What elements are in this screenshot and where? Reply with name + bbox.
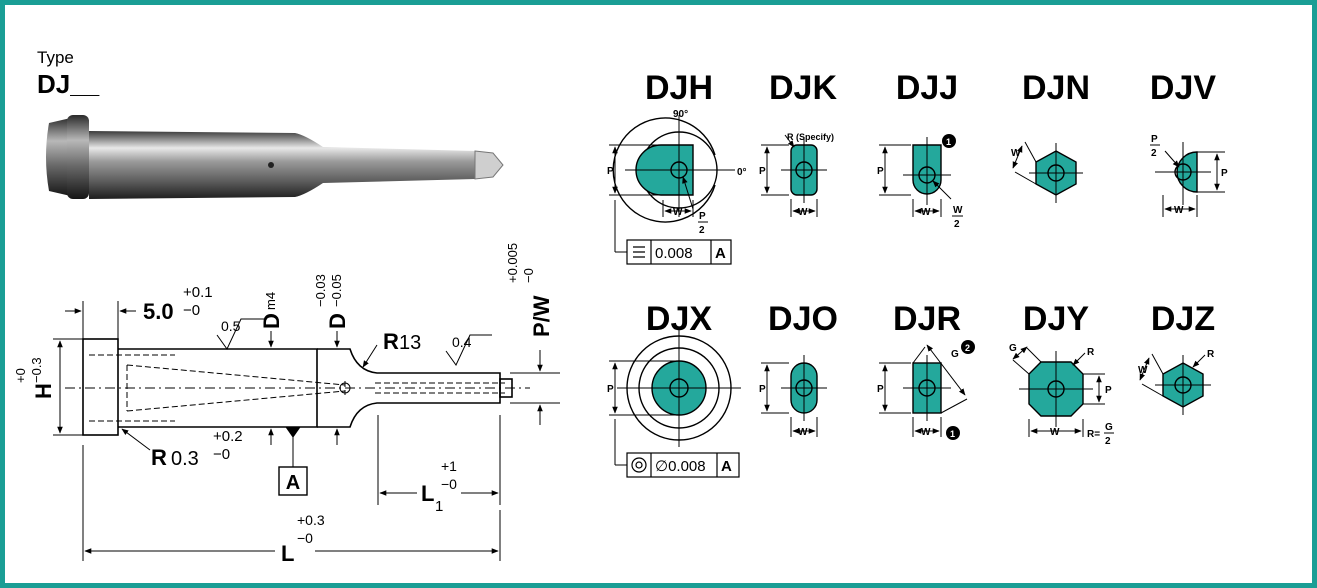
head-dim-tol-upper: +0.1 (183, 284, 213, 301)
half-num: W (953, 205, 963, 216)
shape-code: DJH (645, 69, 713, 107)
r03-value: 0.3 (171, 448, 199, 470)
note-1: 1 (950, 429, 955, 439)
d-fit-label: D (259, 313, 284, 329)
shape-djv: DJV P 2 P W (1150, 69, 1228, 217)
r13-label: R (383, 329, 399, 354)
dim-p: P (877, 166, 884, 177)
l-tol-upper: +0.3 (297, 512, 325, 528)
half-num: P (1151, 134, 1158, 145)
l1-tol-lower: −0 (441, 476, 457, 492)
l-tol-lower: −0 (297, 530, 313, 546)
dim-p: P (607, 384, 614, 395)
dim-w: W (1050, 427, 1060, 438)
half-num: P (699, 211, 706, 222)
tol-value: 0.008 (655, 245, 693, 262)
shape-code: DJV (1150, 69, 1216, 107)
h-tol-upper: +0 (13, 368, 28, 383)
half-den: 2 (954, 219, 960, 230)
head-dim-tol-lower: −0 (183, 302, 200, 319)
shape-djk: DJK R (Specify) P W (759, 69, 837, 218)
d-tol-upper: −0.03 (313, 274, 328, 307)
shape-code: DJJ (896, 69, 958, 107)
dim-w: W (798, 427, 808, 438)
d-tol-label: D (325, 313, 350, 329)
dim-p: P (759, 166, 766, 177)
dim-r: R (Specify) (787, 132, 834, 142)
r13-value: 13 (399, 332, 421, 354)
tol-datum: A (715, 245, 726, 262)
r03-label: R (151, 445, 167, 470)
dim-r: R (1207, 349, 1215, 360)
angle-top: 90° (673, 109, 688, 120)
l1-tol-upper: +1 (441, 458, 457, 474)
head-dim-value: 5.0 (143, 299, 174, 324)
l-label: L (281, 541, 294, 566)
dim-w: W (1138, 365, 1148, 376)
shape-code: DJN (1022, 69, 1090, 107)
rg-num: G (1105, 422, 1113, 433)
dim-w: W (1011, 148, 1021, 159)
shape-code: DJK (769, 69, 837, 107)
technical-drawing: Type DJ__ (13, 48, 1228, 566)
r03-tol-upper: +0.2 (213, 428, 243, 445)
shape-code: DJO (768, 300, 838, 338)
dim-r: R (1087, 347, 1095, 358)
rg-prefix: R= (1087, 429, 1100, 440)
punch-photo (46, 115, 504, 199)
pw-tol-upper: +0.005 (505, 243, 520, 283)
dim-g: G (951, 349, 959, 360)
shape-djy: DJY G R P W R= G 2 (1009, 300, 1114, 447)
finish-1-value: 0.5 (221, 318, 241, 334)
l1-sub: 1 (435, 498, 443, 515)
d-fit-sup: m4 (263, 292, 278, 310)
dim-w: W (921, 427, 931, 438)
side-view-drawing (53, 301, 560, 561)
dim-w: W (798, 207, 808, 218)
r03-tol-lower: −0 (213, 446, 230, 463)
dim-w: W (673, 207, 683, 218)
shape-code: DJR (893, 300, 961, 338)
side-view-labels: 5.0 +0.1 −0 0.5 D m4 D −0.03 −0.05 R 13 … (13, 243, 554, 566)
dim-p: P (607, 166, 614, 177)
shape-djn: DJN W (1011, 69, 1090, 203)
shape-code: DJY (1023, 300, 1089, 338)
dim-p: P (759, 384, 766, 395)
half-den: 2 (1151, 148, 1157, 159)
shape-djr: DJR G 2 1 P W (877, 300, 975, 440)
shape-code: DJZ (1151, 300, 1215, 338)
half-den: 2 (699, 225, 705, 236)
dim-g: G (1009, 343, 1017, 354)
dim-w: W (921, 207, 931, 218)
shape-djj: DJJ 1 P W W 2 (877, 69, 963, 230)
l1-label: L (421, 481, 434, 506)
shape-djh: DJH 90° 0° P W P 2 0.008 (607, 69, 747, 265)
rg-den: 2 (1105, 436, 1111, 447)
tol-value: ∅0.008 (655, 458, 706, 475)
dim-w: W (1174, 205, 1184, 216)
tol-datum: A (721, 458, 732, 475)
d-tol-lower: −0.05 (329, 274, 344, 307)
note-number: 1 (946, 137, 951, 147)
datum-a: A (286, 472, 300, 494)
type-label: Type (37, 48, 74, 67)
note-2: 2 (965, 343, 970, 353)
shape-djo: DJO P W (759, 300, 838, 438)
h-label: H (31, 383, 56, 399)
dim-p: P (877, 384, 884, 395)
shape-djx: DJX P ∅0.008 A (607, 300, 741, 478)
dim-p: P (1221, 168, 1228, 179)
pw-tol-lower: −0 (521, 268, 536, 283)
shape-djz: DJZ W R (1138, 300, 1215, 415)
pw-label: P/W (529, 295, 554, 337)
dim-p: P (1105, 385, 1112, 396)
type-code: DJ__ (37, 69, 100, 99)
h-tol-lower: −0.3 (29, 357, 44, 383)
angle-right: 0° (737, 167, 747, 178)
finish-2-value: 0.4 (452, 334, 472, 350)
